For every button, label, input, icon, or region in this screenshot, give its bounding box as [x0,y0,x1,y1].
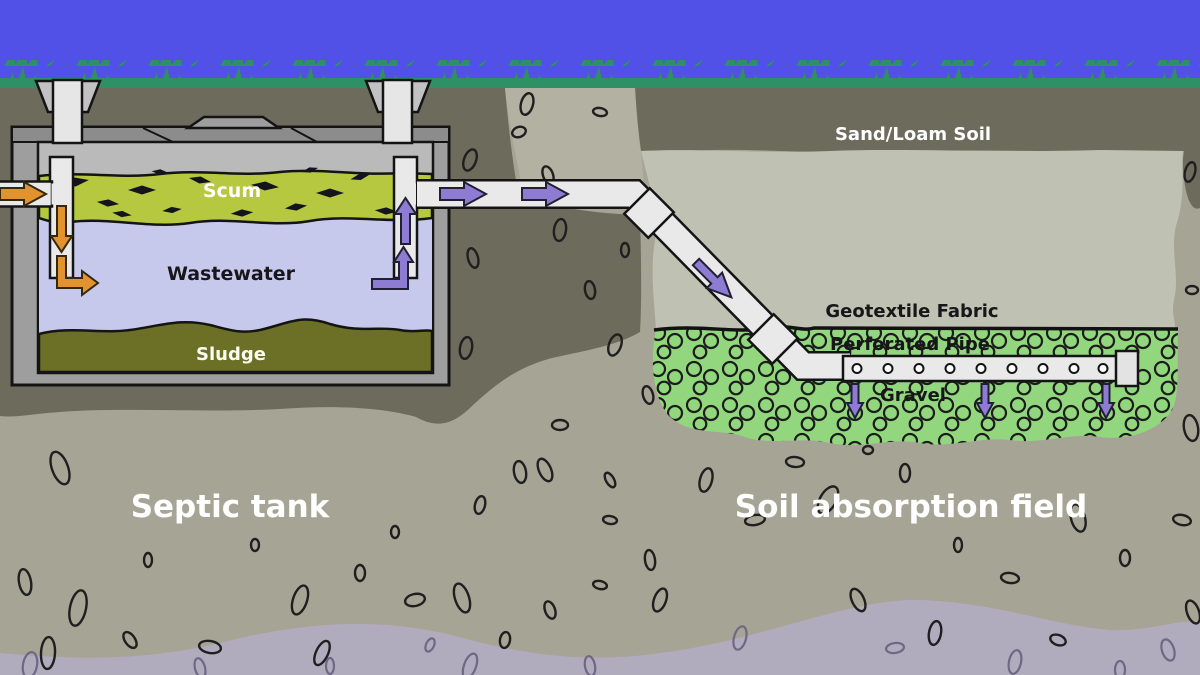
sludge-label: Sludge [196,344,266,365]
sand-loam-area [641,150,1183,329]
grass-strip [0,60,1200,90]
geotextile-label: Geotextile Fabric [825,301,998,322]
riser-left-shaft [51,78,84,145]
pipe-arrow-diagonal-icon [691,257,734,300]
pipe-arrow-right-1-icon [439,180,489,208]
riser-right-shaft [381,78,414,145]
sand-loam-label: Sand/Loam Soil [835,124,991,145]
tank-lid [183,115,284,130]
perforation-holes [851,363,1109,374]
sludge-layer [37,318,434,374]
stones-soil [17,148,1200,671]
outlet-arrow-elbow-icon [371,245,415,290]
outlet-arrow-up-icon [393,196,418,245]
pipe-arrow-right-2-icon [521,180,571,208]
riser-left [34,78,102,145]
leach-arrow-2-icon [975,383,995,421]
outlet-flow-arrows [371,180,1116,421]
riser-right [364,78,432,145]
inlet-arrow-down-icon [49,205,74,254]
gravel-label: Gravel [880,385,946,406]
scum-label: Scum [203,180,261,202]
leach-arrow-1-icon [845,383,865,421]
perforated-pipe [841,349,1140,388]
subsoil-layer [0,599,1200,675]
inlet-flow-arrows [0,180,100,297]
perforated-pipe-end-cap [1114,349,1140,388]
inlet-arrow-right-icon [0,180,49,208]
topsoil-dark-right [635,88,1200,209]
pipe-elbow-lower [746,312,800,366]
septic-tank [10,78,451,387]
stones-subsoil [21,625,1176,675]
wastewater-label: Wastewater [167,263,296,285]
pipe-elbow-upper [622,186,676,240]
soil-absorption-field-title: Soil absorption field [735,489,1087,525]
inlet-arrow-elbow-icon [56,255,100,297]
leach-arrow-3-icon [1096,383,1116,421]
pipe-trench-backfill [505,88,644,188]
septic-tank-title: Septic tank [131,489,331,525]
perforated-pipe-label: Perforated Pipe [830,334,990,355]
